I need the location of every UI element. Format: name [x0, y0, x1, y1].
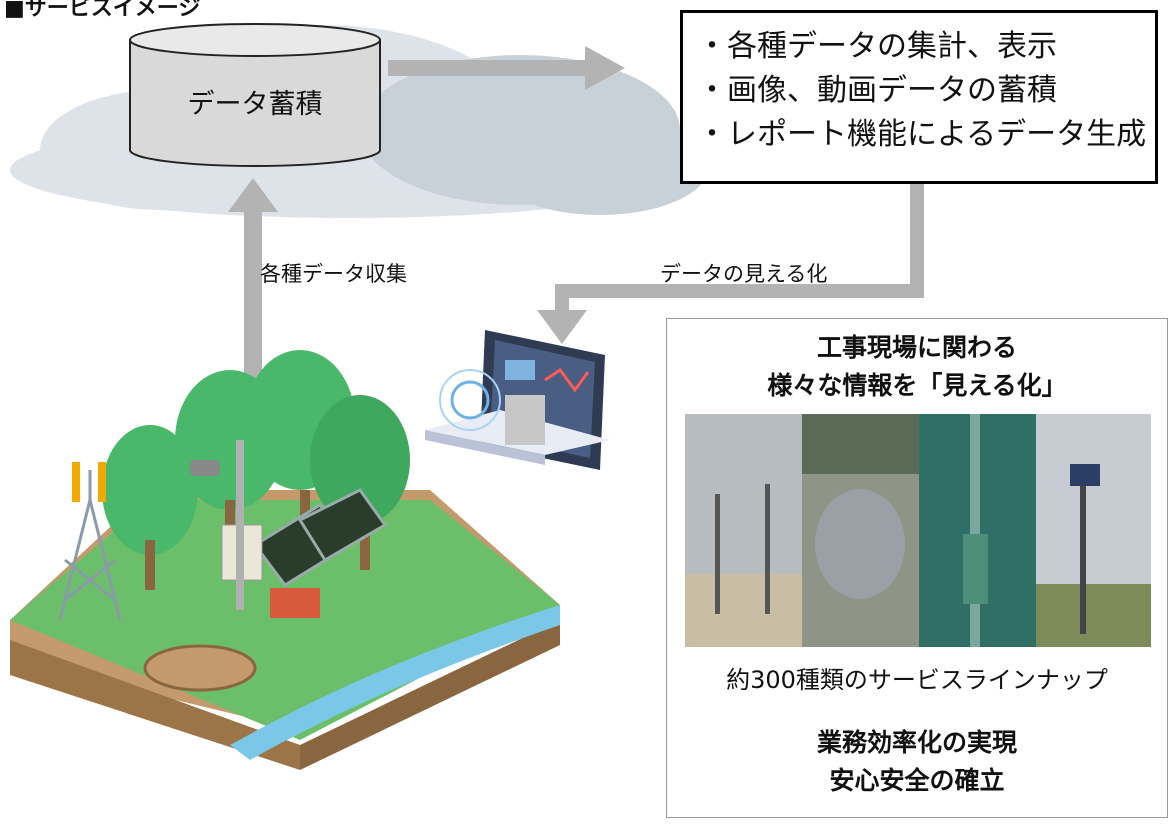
- panel-result: 業務効率化の実現 安心安全の確立: [667, 724, 1167, 800]
- site-equipment: [190, 440, 388, 618]
- store-to-features-arrow: [388, 46, 625, 90]
- panel-heading-line2: 様々な情報を「見える化」: [767, 371, 1067, 400]
- collect-arrow: [228, 178, 278, 385]
- storage-label: データ蓄積: [187, 89, 323, 120]
- feature-item: ・各種データの集計、表示: [697, 29, 1057, 64]
- collect-label: 各種データ収集: [260, 262, 407, 286]
- page-title: ■サービスイメージ: [4, 0, 201, 21]
- feature-item: ・レポート機能によるデータ生成: [697, 117, 1147, 152]
- antenna-right: [98, 462, 106, 502]
- panel-heading-line1: 工事現場に関わる: [816, 333, 1017, 362]
- feature-item: ・画像、動画データの蓄積: [697, 73, 1057, 108]
- panel-heading: 工事現場に関わる 様々な情報を「見える化」: [667, 329, 1167, 405]
- laptop-illustration: [425, 330, 610, 470]
- service-lineup-text: 約300種類のサービスラインナップ: [726, 666, 1108, 694]
- features-box: ・各種データの集計、表示 ・画像、動画データの蓄積 ・レポート機能によるデータ生…: [680, 10, 1158, 184]
- result-line2: 安心安全の確立: [829, 766, 1005, 795]
- result-line1: 業務効率化の実現: [816, 728, 1017, 757]
- info-panel: 工事現場に関わる 様々な情報を「見える化」 約300種類のサービスラインナップ …: [666, 318, 1168, 818]
- transmission-tower: [58, 470, 122, 621]
- photo-strip: [685, 414, 1151, 647]
- visualize-label: データの見える化: [660, 262, 828, 286]
- trees: [102, 350, 410, 590]
- visualize-arrow: [537, 184, 924, 344]
- database-cylinder: [129, 23, 381, 167]
- antenna-left: [72, 462, 80, 502]
